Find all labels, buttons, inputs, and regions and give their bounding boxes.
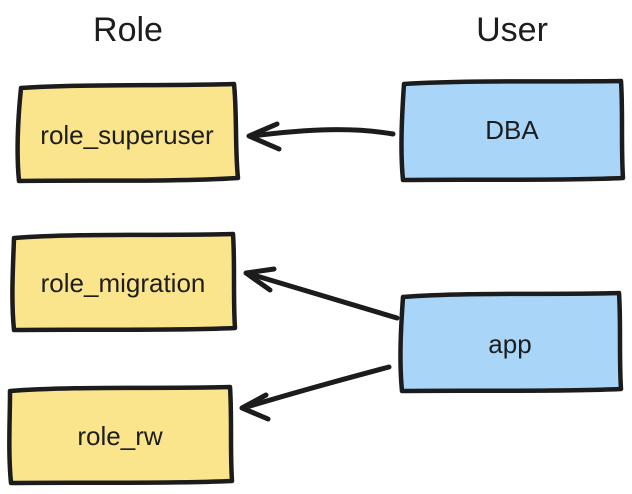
dba-box xyxy=(399,78,626,183)
arrow-app-to-role-rw xyxy=(239,364,392,422)
user-column-title: User xyxy=(476,11,548,49)
role-superuser-box xyxy=(15,81,241,184)
app-label: app xyxy=(488,329,532,359)
arrow-app-to-role-migration xyxy=(243,266,400,321)
app-box xyxy=(398,290,624,394)
arrow-app-to-role-rw-shaft xyxy=(247,364,392,409)
role-superuser-label: role_superuser xyxy=(40,120,214,150)
arrow-app-to-role-rw-head xyxy=(239,392,271,422)
arrow-dba-to-role-superuser-shaft xyxy=(249,127,396,139)
role-rw-label: role_rw xyxy=(77,421,163,451)
arrow-dba-to-role-superuser xyxy=(246,121,396,152)
dba-label: DBA xyxy=(485,115,539,145)
role-migration-label: role_migration xyxy=(40,268,206,298)
role-column-title: Role xyxy=(93,11,163,49)
role-rw-box xyxy=(7,384,235,486)
role-migration-box xyxy=(10,231,238,333)
arrow-app-to-role-migration-shaft xyxy=(247,271,400,321)
arrow-dba-to-role-superuser-head xyxy=(246,121,282,152)
arrow-app-to-role-migration-head xyxy=(243,266,277,293)
